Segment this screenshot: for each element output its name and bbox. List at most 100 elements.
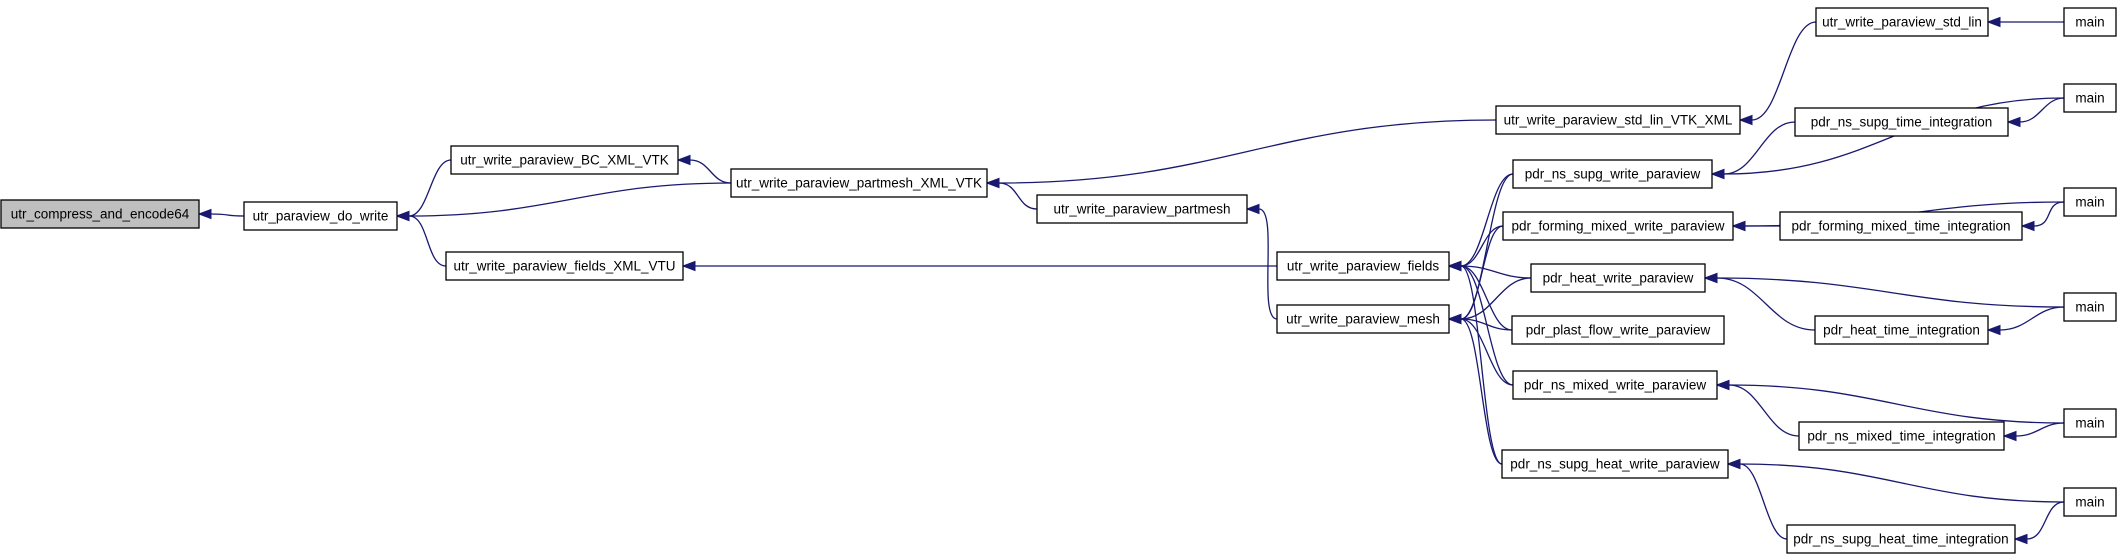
- node-label: main: [2075, 300, 2104, 315]
- node-utr-paraview-do-write[interactable]: utr_paraview_do_write: [243, 201, 398, 231]
- edge-arrowhead: [2020, 220, 2035, 232]
- call-edge: [2015, 422, 2065, 437]
- call-edge: [2019, 97, 2065, 123]
- node-pdr-heat-time-integration[interactable]: pdr_heat_time_integration: [1814, 315, 1989, 345]
- node-utr-write-paraview-std-lin[interactable]: utr_write_paraview_std_lin: [1815, 7, 1989, 37]
- node-label: pdr_ns_mixed_write_paraview: [1524, 378, 1707, 393]
- call-edge: [1460, 265, 1514, 386]
- node-utr-write-paraview-bc-xml-vtk[interactable]: utr_write_paraview_BC_XML_VTK: [450, 145, 679, 175]
- node-label: pdr_heat_write_paraview: [1543, 271, 1694, 286]
- edge-arrowhead: [1986, 324, 2001, 336]
- node-label: main: [2075, 15, 2104, 30]
- node-pdr-forming-mixed-time-integration[interactable]: pdr_forming_mixed_time_integration: [1779, 211, 2023, 241]
- node-main-1[interactable]: main: [2063, 7, 2117, 37]
- call-edge: [2026, 501, 2065, 540]
- node-main-3[interactable]: main: [2063, 187, 2117, 217]
- node-utr-write-paraview-partmesh-xml-vtk[interactable]: utr_write_paraview_partmesh_XML_VTK: [730, 168, 988, 198]
- node-pdr-plast-flow-write-paraview[interactable]: pdr_plast_flow_write_paraview: [1511, 315, 1725, 345]
- node-utr-write-paraview-fields[interactable]: utr_write_paraview_fields: [1276, 251, 1450, 281]
- node-label: pdr_ns_supg_heat_write_paraview: [1510, 457, 1720, 472]
- call-edge: [1460, 265, 1532, 279]
- call-edge: [1460, 318, 1503, 465]
- call-edge: [1460, 173, 1514, 320]
- call-edge: [1751, 21, 1817, 121]
- node-utr-write-paraview-partmesh[interactable]: utr_write_paraview_partmesh: [1036, 194, 1248, 224]
- node-label: main: [2075, 195, 2104, 210]
- call-edge: [2033, 201, 2065, 227]
- node-main-2[interactable]: main: [2063, 83, 2117, 113]
- edge-arrowhead: [1710, 168, 1725, 180]
- edge-arrowhead: [1726, 458, 1741, 470]
- node-label: pdr_ns_mixed_time_integration: [1807, 429, 1995, 444]
- node-utr-write-paraview-mesh[interactable]: utr_write_paraview_mesh: [1276, 304, 1450, 334]
- edge-arrowhead: [1447, 313, 1462, 325]
- node-label: utr_write_paraview_partmesh: [1053, 202, 1230, 217]
- node-utr-compress-and-encode64[interactable]: utr_compress_and_encode64: [0, 199, 200, 229]
- edge-arrowhead: [395, 210, 410, 222]
- node-label: main: [2075, 416, 2104, 431]
- edge-arrowhead: [1715, 379, 1730, 391]
- node-pdr-heat-write-paraview[interactable]: pdr_heat_write_paraview: [1530, 263, 1706, 293]
- call-edge: [1460, 225, 1504, 267]
- call-edge: [689, 159, 732, 184]
- call-edge: [1460, 277, 1532, 320]
- node-label: utr_write_paraview_partmesh_XML_VTK: [736, 176, 982, 191]
- node-label: pdr_plast_flow_write_paraview: [1526, 323, 1711, 338]
- call-edge: [1460, 225, 1504, 320]
- node-pdr-forming-mixed-write-paraview[interactable]: pdr_forming_mixed_write_paraview: [1502, 211, 1734, 241]
- call-edge: [1460, 173, 1514, 267]
- call-edge: [1460, 265, 1503, 465]
- node-label: utr_write_paraview_mesh: [1286, 312, 1440, 327]
- edge-arrowhead: [1738, 114, 1753, 126]
- node-utr-write-paraview-fields-xml-vtu[interactable]: utr_write_paraview_fields_XML_VTU: [445, 251, 684, 281]
- node-label: pdr_ns_supg_time_integration: [1811, 115, 1993, 130]
- edge-arrowhead: [681, 260, 696, 272]
- call-edge: [1460, 318, 1514, 386]
- edge-arrowhead: [985, 177, 1000, 189]
- node-label: utr_write_paraview_std_lin: [1822, 15, 1982, 30]
- call-edge: [408, 215, 447, 267]
- call-edge: [1723, 121, 1796, 175]
- call-edge: [1739, 463, 1788, 540]
- node-main-6[interactable]: main: [2063, 487, 2117, 517]
- call-edge: [998, 119, 1497, 184]
- call-edge: [1716, 277, 1816, 331]
- edge-arrowhead: [1703, 272, 1718, 284]
- edge-arrowhead: [676, 154, 691, 166]
- node-pdr-ns-supg-time-integration[interactable]: pdr_ns_supg_time_integration: [1794, 107, 2009, 137]
- node-label: utr_write_paraview_std_lin_VTK_XML: [1504, 113, 1733, 128]
- node-label: pdr_forming_mixed_time_integration: [1791, 219, 2010, 234]
- edge-arrowhead: [1731, 220, 1746, 232]
- edge-arrowhead: [2002, 430, 2017, 442]
- node-pdr-ns-mixed-write-paraview[interactable]: pdr_ns_mixed_write_paraview: [1512, 370, 1718, 400]
- node-label: utr_write_paraview_fields: [1287, 259, 1440, 274]
- call-edge: [210, 213, 245, 217]
- call-edge: [1728, 384, 1800, 437]
- node-pdr-ns-mixed-time-integration[interactable]: pdr_ns_mixed_time_integration: [1798, 421, 2005, 451]
- node-pdr-ns-supg-heat-write-paraview[interactable]: pdr_ns_supg_heat_write_paraview: [1501, 449, 1729, 479]
- node-label: pdr_heat_time_integration: [1823, 323, 1980, 338]
- call-edge: [1716, 277, 2065, 308]
- call-edge: [1258, 208, 1278, 320]
- call-edge: [1739, 463, 2065, 503]
- node-utr-write-paraview-std-lin-vtk-xml[interactable]: utr_write_paraview_std_lin_VTK_XML: [1495, 105, 1741, 135]
- node-label: main: [2075, 91, 2104, 106]
- call-edge: [408, 159, 452, 217]
- node-main-4[interactable]: main: [2063, 292, 2117, 322]
- edge-arrowhead: [1986, 16, 2001, 28]
- node-pdr-ns-supg-heat-time-integration[interactable]: pdr_ns_supg_heat_time_integration: [1786, 524, 2016, 554]
- call-edge: [408, 182, 732, 217]
- node-label: pdr_ns_supg_heat_time_integration: [1793, 532, 2008, 547]
- node-main-5[interactable]: main: [2063, 408, 2117, 438]
- edge-arrowhead: [1245, 203, 1260, 215]
- node-label: pdr_forming_mixed_write_paraview: [1511, 219, 1724, 234]
- edge-arrowhead: [2013, 533, 2028, 545]
- node-label: main: [2075, 495, 2104, 510]
- node-pdr-ns-supg-write-paraview[interactable]: pdr_ns_supg_write_paraview: [1512, 159, 1713, 189]
- call-edge: [1728, 384, 2065, 424]
- call-edge: [998, 182, 1038, 210]
- edges-layer: [197, 16, 2065, 545]
- call-edge: [1460, 265, 1513, 331]
- edge-arrowhead: [197, 208, 212, 220]
